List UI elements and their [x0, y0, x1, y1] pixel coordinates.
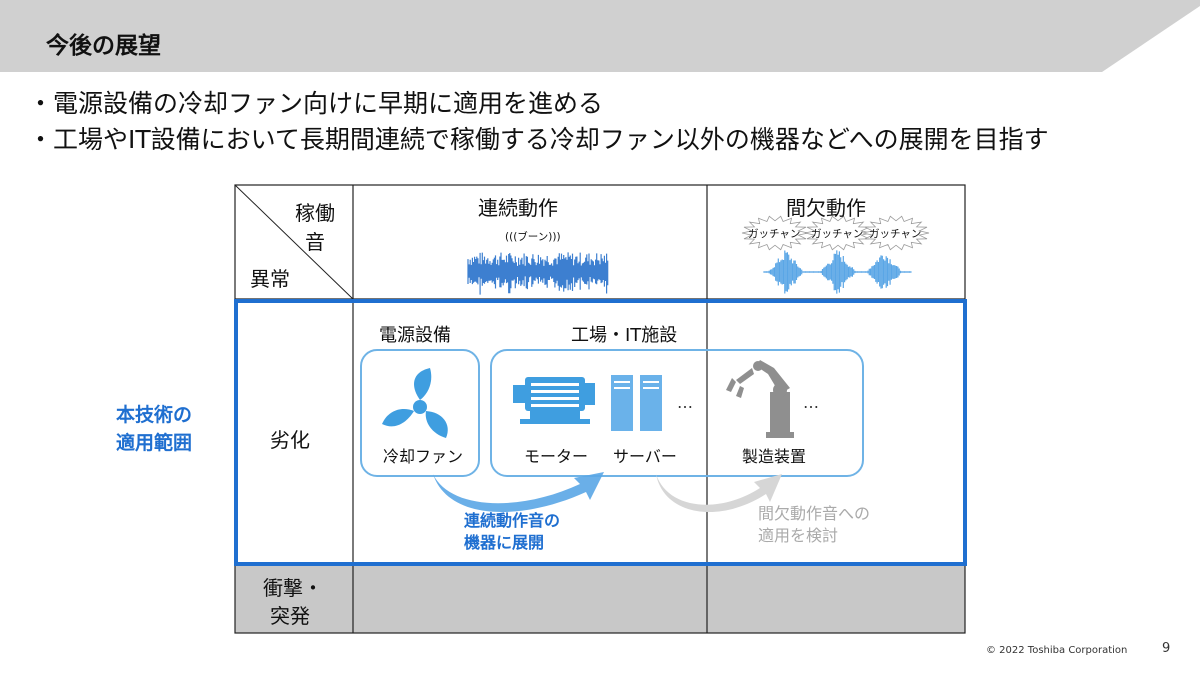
corner-sound: 音 [305, 230, 325, 254]
expand-text-line1: 連続動作音の [464, 511, 561, 530]
page-number: 9 [1162, 641, 1171, 656]
robot-arm-icon [726, 360, 794, 438]
ellipsis-servers: … [677, 393, 693, 412]
page-title: 今後の展望 [46, 33, 161, 59]
expand-text-line2: 機器に展開 [464, 533, 545, 552]
row-degradation: 劣化 [270, 428, 310, 452]
consider-text-line1: 間欠動作音への [758, 504, 871, 523]
gatchan-2: ガッチャン [811, 228, 864, 240]
continuous-waveform [467, 252, 609, 295]
col-intermittent: 間欠動作 [786, 196, 866, 220]
power-equipment-label: 電源設備 [379, 325, 451, 346]
title-bar [0, 0, 1200, 72]
corner-anomaly: 異常 [250, 267, 290, 291]
gatchan-3: ガッチャン [869, 228, 922, 240]
fan-icon [382, 368, 448, 438]
scope-frame [234, 299, 967, 566]
bullet-2: ・工場やIT設備において長期間連続で稼働する冷却ファン以外の機器などへの展開を目… [28, 125, 1049, 154]
intermittent-waveform [763, 250, 912, 294]
consider-arrow [656, 474, 782, 513]
row-impact-2: 突発 [270, 604, 310, 628]
scope-label-line1: 本技術の [116, 404, 193, 426]
bullet-1: ・電源設備の冷却ファン向けに早期に適用を進める [28, 89, 604, 118]
gatchan-1: ガッチャン [748, 228, 801, 240]
corner-operating: 稼働 [295, 201, 335, 225]
expand-arrow [433, 472, 604, 512]
cooling-fan-label: 冷却ファン [383, 447, 464, 466]
consider-text: 間欠動作音への 適用を検討 [758, 503, 870, 547]
scope-label-line2: 適用範囲 [116, 432, 193, 454]
copyright: © 2022 Toshiba Corporation [986, 645, 1128, 656]
ellipsis-robots: … [803, 393, 819, 412]
expand-text: 連続動作音の 機器に展開 [464, 510, 560, 554]
factory-it-label: 工場・IT施設 [571, 325, 678, 346]
consider-text-line2: 適用を検討 [758, 526, 839, 545]
col-continuous: 連続動作 [478, 196, 558, 220]
server-icon [611, 375, 662, 431]
motor-label: モーター [524, 447, 589, 466]
manufacturing-label: 製造装置 [742, 447, 807, 466]
motor-icon [513, 377, 595, 424]
continuous-sound: (((ブーン))) [505, 231, 561, 243]
row-impact-1: 衝撃・ [263, 576, 323, 600]
server-label: サーバー [613, 447, 677, 466]
scope-label: 本技術の 適用範囲 [116, 401, 192, 457]
